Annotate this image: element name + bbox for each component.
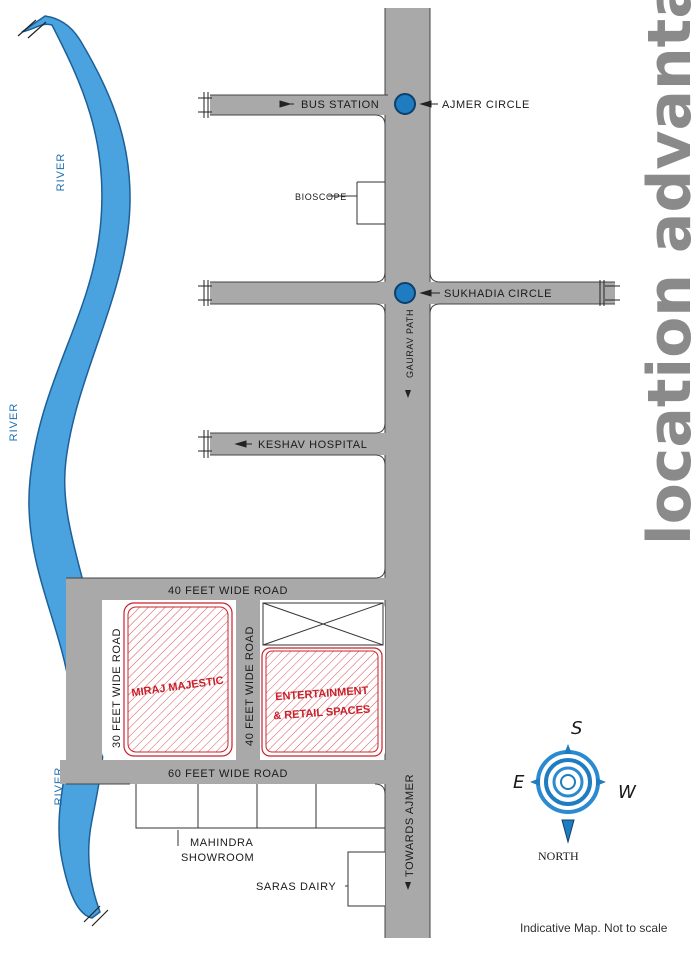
arrow-sukhadia [419, 289, 440, 297]
ajmer-circle-marker [394, 93, 416, 115]
page-title: location advantage [635, 0, 700, 545]
arrow-bus-station [279, 100, 294, 108]
compass-e: E [513, 772, 525, 793]
road-60ft [60, 760, 388, 784]
road-40ft-top [66, 578, 388, 600]
river-break-bottom [83, 905, 109, 927]
mahindra-label-line2: SHOWROOM [181, 852, 254, 864]
river-label-top: RIVER [55, 153, 67, 192]
bioscope-building [356, 181, 385, 225]
ajmer-circle-label: AJMER CIRCLE [442, 99, 530, 111]
buildings-row [135, 784, 385, 829]
road-40ft-middle-label: 40 FEET WIDE ROAD [244, 626, 256, 746]
saras-dairy-label: SARAS DAIRY [256, 881, 336, 893]
road-30ft-label: 30 FEET WIDE ROAD [111, 628, 123, 748]
sukhadia-circle-label: SUKHADIA CIRCLE [444, 288, 552, 300]
road-30ft [66, 578, 102, 784]
river-break-top [17, 19, 47, 39]
bioscope-label: BIOSCOPE [295, 192, 347, 202]
compass-s: S [571, 718, 582, 739]
bus-station-label: BUS STATION [301, 99, 379, 111]
arrow-towards-ajmer [405, 882, 411, 890]
arrow-gaurav-path [405, 390, 411, 398]
compass [530, 744, 606, 844]
road-40ft-top-label: 40 FEET WIDE ROAD [168, 585, 288, 597]
keshav-hospital-label: KESHAV HOSPITAL [258, 439, 367, 451]
compass-w: W [618, 782, 637, 803]
mahindra-label-line1: MAHINDRA [190, 837, 254, 849]
arrow-ajmer-circle [419, 100, 438, 108]
gaurav-path-label: GAURAV PATH [405, 309, 415, 378]
arrow-keshav [234, 440, 252, 448]
river-label-middle: RIVER [8, 403, 20, 442]
saras-dairy-building [347, 851, 385, 907]
road-40ft-middle [236, 598, 260, 763]
keshav-hospital-road [210, 433, 388, 455]
scale-note: Indicative Map. Not to scale [520, 921, 668, 935]
towards-ajmer-label: TOWARDS AJMER [404, 774, 416, 877]
road-60ft-label: 60 FEET WIDE ROAD [168, 768, 288, 780]
gaurav-path-road [385, 8, 430, 938]
sukhadia-circle-marker [394, 282, 416, 304]
compass-north: NORTH [538, 849, 579, 863]
north-arrow-icon [561, 819, 575, 844]
bus-station-road [210, 95, 388, 115]
